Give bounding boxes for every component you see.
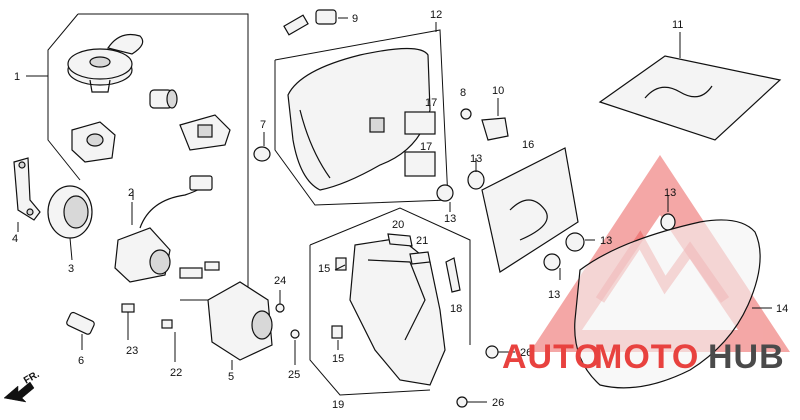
label-part-25: 25: [288, 369, 300, 381]
label-part-6: 6: [78, 355, 84, 367]
label-part-15b: 15: [332, 353, 344, 365]
nut-8: [460, 108, 472, 120]
watermark-word-hub: HUB: [708, 338, 785, 376]
leader-lines: [132, 158, 669, 350]
label-part-21: 21: [416, 235, 428, 247]
screw-22: [161, 319, 176, 362]
ignition-switch-2: [114, 175, 220, 283]
label-part-17a: 17: [425, 97, 437, 109]
watermark-word-moto: MOTO: [594, 338, 699, 376]
label-part-8: 8: [460, 87, 466, 99]
helmet-lock-5: [207, 281, 273, 370]
label-part-4: 4: [12, 233, 18, 245]
label-part-26a: 26: [520, 347, 532, 359]
label-part-24: 24: [274, 275, 286, 287]
label-part-22: 22: [170, 367, 182, 379]
lock-cylinder: [149, 89, 178, 109]
label-part-2: 2: [128, 187, 134, 199]
label-part-13d: 13: [548, 289, 560, 301]
group-box-12: [274, 22, 449, 206]
side-cover-12: [287, 47, 431, 191]
label-part-13a: 13: [470, 153, 482, 165]
direction-label: FR.: [22, 369, 42, 387]
grommet-7: [253, 132, 271, 162]
key-6: [66, 311, 95, 350]
label-part-15a: 15: [318, 263, 330, 275]
label-part-1: 1: [14, 71, 20, 83]
side-cover-14: [574, 219, 772, 389]
part-labels: 1 2 3 4 5 6 7 8 9 10 11 12 13 13 13 13 1…: [12, 9, 788, 411]
direction-marker: FR.: [3, 369, 42, 403]
label-part-7: 7: [260, 119, 266, 131]
label-part-13b: 13: [444, 213, 456, 225]
grommets-13: [436, 170, 676, 271]
arrow-icon: [3, 381, 35, 403]
label-part-5: 5: [228, 371, 234, 383]
screw-24: [275, 290, 285, 313]
label-part-9: 9: [352, 13, 358, 25]
label-part-3: 3: [68, 263, 74, 275]
foam-16: [481, 147, 579, 273]
label-part-19: 19: [332, 399, 344, 411]
label-part-12: 12: [430, 9, 442, 21]
inner-panel-19: [349, 237, 446, 386]
bolt-26: [456, 345, 515, 408]
key-set-9: [283, 9, 348, 36]
label-part-10: 10: [492, 85, 504, 97]
screw-23: [121, 303, 135, 340]
clip-21: [409, 251, 431, 265]
label-part-17b: 17: [420, 141, 432, 153]
damper-15: [331, 257, 347, 339]
clip-10: [481, 98, 509, 141]
mat-11: [598, 32, 782, 141]
clip-20: [387, 233, 413, 247]
seat-lock: [179, 114, 231, 151]
switch-3: [47, 185, 93, 261]
label-part-18: 18: [450, 303, 462, 315]
watermark-word-auto: AUTO: [502, 338, 602, 376]
label-part-16: 16: [522, 139, 534, 151]
label-part-11: 11: [672, 19, 683, 31]
clip-18: [445, 257, 461, 293]
lock-block: [71, 121, 116, 163]
label-part-13e: 13: [664, 187, 676, 199]
label-part-14: 14: [776, 303, 788, 315]
label-part-20: 20: [392, 219, 404, 231]
watermark-text: AUTO MOTO HUB: [502, 338, 785, 376]
label-part-26b: 26: [492, 397, 504, 409]
group-box-19: [309, 207, 471, 396]
label-part-23: 23: [126, 345, 138, 357]
emblem-17: [404, 111, 436, 177]
bracket-4: [13, 157, 41, 232]
label-part-13c: 13: [600, 235, 612, 247]
fuel-cap: [67, 33, 144, 93]
screw-25: [290, 329, 300, 365]
